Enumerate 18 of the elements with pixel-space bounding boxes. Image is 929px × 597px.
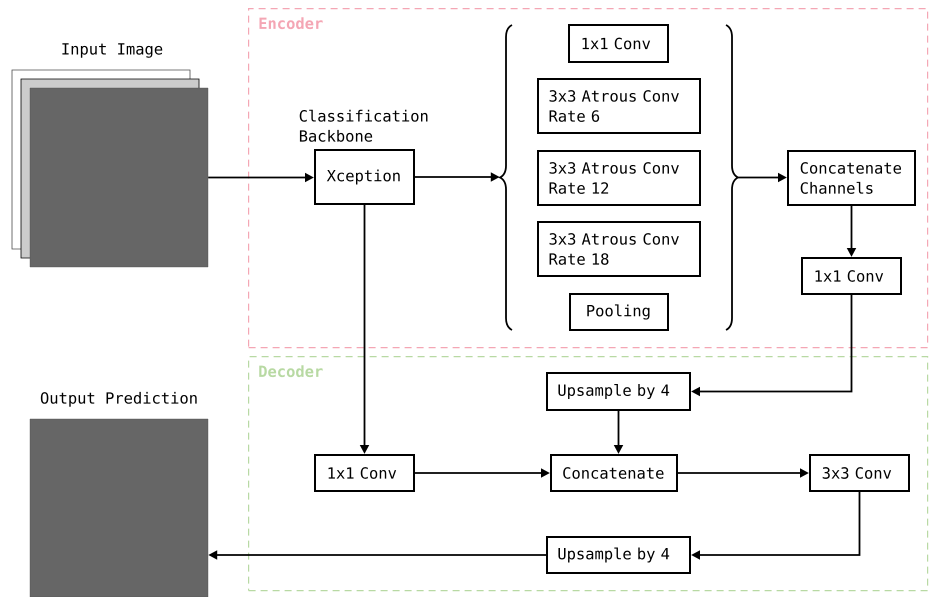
process-box: Pooling xyxy=(569,293,669,331)
region-label: Decoder xyxy=(259,365,323,378)
process-box: Concatenate xyxy=(550,454,678,492)
process-box: Concatenate Channels xyxy=(787,150,916,206)
process-box: Upsample by 4 xyxy=(546,536,691,574)
process-box: Upsample by 4 xyxy=(546,372,691,411)
process-box: 3x3 Atrous Conv Rate 6 xyxy=(537,78,701,134)
process-box: 3x3 Atrous Conv Rate 18 xyxy=(537,221,701,277)
process-box: 3x3 Atrous Conv Rate 12 xyxy=(537,150,701,206)
process-box: 3x3 Conv xyxy=(809,454,910,492)
process-box: Xception xyxy=(314,149,415,205)
image-heading: Output Prediction xyxy=(40,392,197,407)
box-caption: Classification Backbone xyxy=(300,110,428,142)
process-box: 1x1 Conv xyxy=(314,454,415,492)
process-box: 1x1 Conv xyxy=(568,24,669,63)
region-label: Encoder xyxy=(259,17,323,30)
image-heading: Input Image xyxy=(62,43,162,58)
process-box: 1x1 Conv xyxy=(801,257,902,295)
